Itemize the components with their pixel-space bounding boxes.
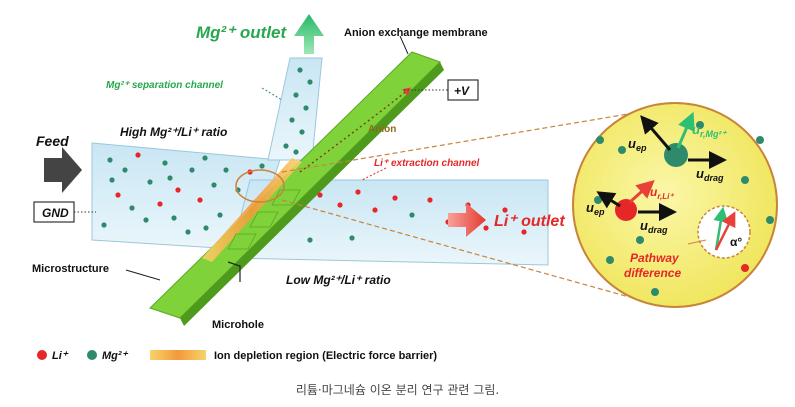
zoom-line-top xyxy=(281,111,641,173)
legend-depletion-swatch xyxy=(150,350,206,360)
legend-mg-swatch xyxy=(87,350,97,360)
gnd-label: GND xyxy=(42,206,69,220)
mg-outlet-arrow xyxy=(294,14,324,54)
alpha-green-arrow xyxy=(713,206,729,251)
u-drag-bottom-label: udrag xyxy=(640,218,668,235)
u-ep-top-label: uep xyxy=(628,136,647,153)
plus-v-label: +V xyxy=(454,84,470,98)
figure-caption: 리튬·마그네슘 이온 분리 연구 관련 그림. xyxy=(295,383,500,397)
microstructures xyxy=(227,189,301,250)
membrane-side xyxy=(180,62,444,326)
zoom-region xyxy=(235,169,285,203)
li-outlet-arrow xyxy=(448,203,486,237)
mg-separation-label: Mg²⁺ separation channel xyxy=(106,80,223,91)
microhole-label: Microhole xyxy=(212,319,264,331)
pathway-label-2: difference xyxy=(624,266,681,280)
anion-membrane-pointer xyxy=(399,35,409,55)
microhole-marker xyxy=(227,261,241,282)
u-ep-bottom-label: uep xyxy=(586,200,605,217)
ions-feed xyxy=(101,152,265,235)
legend: Li⁺ Mg²⁺ Ion depletion region (Electric … xyxy=(37,350,437,362)
mg-sep-pointer xyxy=(261,87,283,101)
li-extraction-label: Li⁺ extraction channel xyxy=(374,158,480,169)
legend-li-label: Li⁺ xyxy=(52,350,69,362)
u-r-li-label: ur,Li⁺ xyxy=(650,185,674,201)
u-r-li-arrow xyxy=(629,180,655,204)
anion-membrane-label: Anion exchange membrane xyxy=(344,27,488,39)
u-drag-top-label: udrag xyxy=(696,166,724,183)
microstructure-label: Microstructure xyxy=(32,263,109,275)
high-ratio-label: High Mg²⁺/Li⁺ ratio xyxy=(120,125,227,139)
mg-outlet-label: Mg²⁺ outlet xyxy=(196,23,288,42)
inset-li-ion xyxy=(615,199,637,221)
legend-depletion-label: Ion depletion region (Electric force bar… xyxy=(214,350,437,362)
u-ep-top-arrow xyxy=(640,115,672,151)
u-ep-bottom-arrow xyxy=(596,191,621,209)
alpha-label: α° xyxy=(730,235,742,249)
legend-mg-label: Mg²⁺ xyxy=(102,350,129,362)
anion-label: Anion xyxy=(368,124,396,135)
mg-separation-channel xyxy=(267,57,323,161)
feed-arrow xyxy=(44,147,82,193)
legend-li-swatch xyxy=(37,350,47,360)
ions-li-channel xyxy=(307,189,527,243)
pathway-label-1: Pathway xyxy=(630,251,680,265)
ions-mg-channel xyxy=(283,67,313,155)
li-extraction-pointer xyxy=(361,167,387,181)
plus-v-box xyxy=(447,79,479,101)
pathway-pointer xyxy=(687,239,707,245)
u-r-mg-arrow xyxy=(676,111,695,149)
microstructure-pointer xyxy=(125,269,161,281)
zoom-line-bottom xyxy=(281,199,641,301)
feed-label: Feed xyxy=(36,133,69,149)
alpha-red-arrow xyxy=(714,211,736,251)
low-ratio-label: Low Mg²⁺/Li⁺ ratio xyxy=(286,273,391,287)
li-outlet-label: Li⁺ outlet xyxy=(494,213,565,230)
ion-depletion-region xyxy=(202,158,302,262)
u-r-mg-label: ur,Mg²⁺ xyxy=(692,122,727,139)
